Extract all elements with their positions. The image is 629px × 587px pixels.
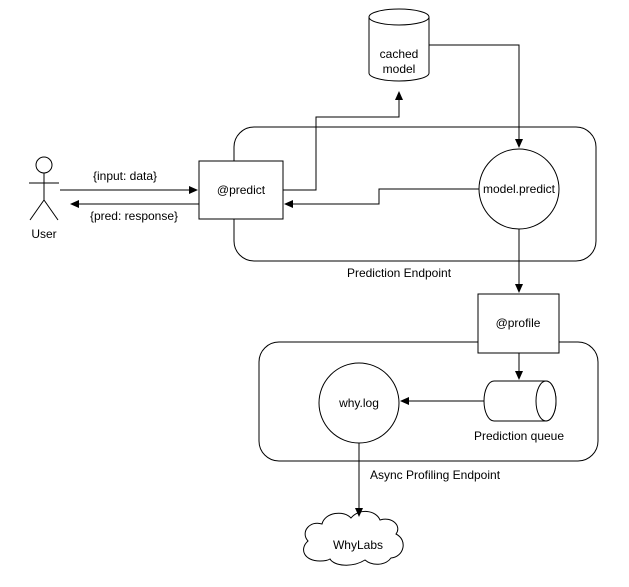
profile-decorator-label: @profile [496,316,541,330]
cached-model-label-line2: model [383,62,416,76]
async-profiling-endpoint-label: Async Profiling Endpoint [370,468,501,482]
predict-decorator-label: @predict [217,183,266,197]
user-label: User [31,227,56,241]
edge-predict-to-cached-model [283,91,403,191]
whylabs-cloud [303,511,404,566]
edge-label-pred-response: {pred: response} [90,209,178,223]
prediction-endpoint-label: Prediction Endpoint [347,266,452,280]
predict-decorator-box [198,160,284,220]
edge-model-predict-to-predict [284,188,479,208]
prediction-queue-label: Prediction queue [474,429,564,443]
model-predict-label: model.predict [483,182,556,196]
why-log-label: why.log [338,396,379,410]
cached-model-label-line1: cached [380,47,419,61]
prediction-queue-cylinder [483,380,557,422]
cached-model-cylinder: cached model [368,8,430,82]
edge-label-input-data: {input: data} [93,169,157,183]
whylabs-label: WhyLabs [333,538,383,552]
edge-cached-model-to-model-predict [429,44,523,148]
user-actor-icon [29,156,59,221]
